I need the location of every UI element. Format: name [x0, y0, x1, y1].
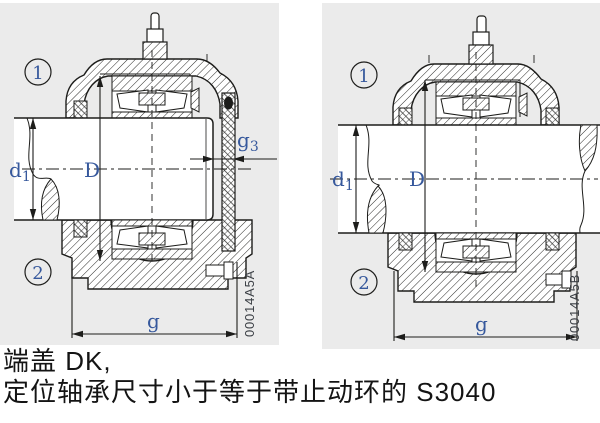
- arrow-left: [233, 155, 244, 163]
- dimension-g: [393, 271, 578, 341]
- seal-lower-right: [545, 232, 560, 251]
- svg-text:2: 2: [358, 273, 369, 294]
- arrow-down: [421, 261, 429, 272]
- svg-text:1: 1: [358, 66, 369, 87]
- arrow-right: [203, 155, 214, 163]
- dimension-D: [96, 76, 104, 261]
- top-stud: [468, 15, 494, 65]
- arrow-down: [352, 222, 360, 233]
- figure-code-left: 00014A5A: [242, 270, 257, 337]
- housing-cap: [392, 63, 560, 126]
- seal-upper-left: [398, 107, 413, 126]
- marker-2: 2: [350, 268, 378, 296]
- shaft-break-line: [365, 124, 380, 187]
- arrow-up: [352, 125, 360, 136]
- arrow-up: [421, 80, 429, 91]
- label-D: D: [409, 167, 425, 191]
- shaft-break-hatch: [40, 178, 60, 221]
- marker-2: 2: [24, 258, 52, 286]
- dimension-g3: [190, 155, 277, 163]
- arrow-left: [394, 333, 405, 341]
- side-bolt: [205, 261, 234, 280]
- seal-upper-right: [545, 107, 560, 126]
- bearing-upper: [435, 81, 528, 126]
- figure-caption: 端盖 DK, 定位轴承尺寸小于等于带止动环的 S3040: [3, 346, 496, 408]
- shaft-break-line-right: [579, 170, 586, 234]
- cover-oring: [224, 96, 233, 110]
- caption-line-2: 定位轴承尺寸小于等于带止动环的 S3040: [3, 377, 497, 407]
- label-g: g: [147, 309, 160, 333]
- arrow-down: [96, 250, 104, 261]
- label-g3: g3: [237, 128, 259, 155]
- seal-lower-left: [398, 232, 413, 251]
- label-D: D: [84, 158, 100, 182]
- top-stud: [142, 12, 168, 60]
- dimension-d1: [29, 118, 37, 220]
- arrow-up: [96, 76, 104, 87]
- label-g: g: [475, 312, 488, 336]
- svg-text:2: 2: [32, 263, 43, 284]
- figure-code-right: 00014A5B: [567, 274, 582, 341]
- bearing-upper: [111, 75, 200, 119]
- dimension-g: [71, 262, 238, 338]
- figure-right: d1 D g 1 2 00014A5B: [330, 15, 600, 341]
- caption-line-1: 端盖 DK,: [3, 346, 112, 376]
- shaft-break-hatch-right: [578, 124, 598, 172]
- figure-left: d1 D g3 g 1 2: [9, 12, 277, 338]
- seal-lower-left: [73, 219, 88, 238]
- dimension-D: [421, 80, 429, 272]
- marker-1: 1: [350, 61, 378, 89]
- label-d1: d1: [332, 167, 354, 194]
- marker-1: 1: [24, 58, 52, 86]
- side-bolt: [545, 270, 572, 289]
- label-d1: d1: [9, 158, 31, 185]
- arrow-left: [72, 330, 83, 338]
- seal-upper-left: [73, 100, 88, 119]
- arrow-down: [29, 209, 37, 220]
- shaft-break-hatch: [366, 185, 387, 234]
- arrow-right: [226, 330, 237, 338]
- arrow-up: [29, 118, 37, 129]
- bearing-lower: [111, 219, 193, 260]
- dimension-d1: [352, 125, 360, 233]
- arrow-right: [566, 333, 577, 341]
- svg-text:1: 1: [32, 63, 43, 84]
- end-cover-dk: [221, 92, 236, 252]
